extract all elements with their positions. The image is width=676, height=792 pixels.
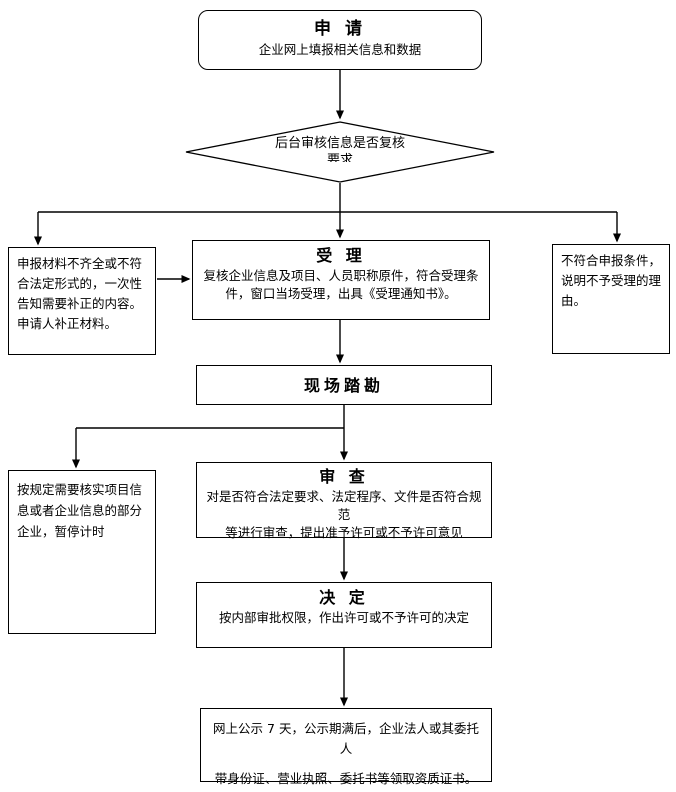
node-pause-line1: 按规定需要核实项目信 [17, 482, 143, 497]
node-accept-title: 受 理 [316, 246, 366, 265]
node-accept[interactable]: 受 理 复核企业信息及项目、人员职称原件，符合受理条 件，窗口当场受理，出具《受… [192, 240, 490, 320]
node-publicity-line2: 带身份证、营业执照、委托书等领取资质证书。 [214, 771, 478, 786]
node-apply[interactable]: 申 请 企业网上填报相关信息和数据 [198, 10, 482, 70]
node-pause-line2: 息或者企业信息的部分 [17, 503, 143, 518]
node-review-line2: 等进行审查，提出准予许可或不予许可意见 [225, 525, 463, 540]
node-review-line1: 对是否符合法定要求、法定程序、文件是否符合规范 [206, 489, 482, 522]
node-pause-line3: 企业，暂停计时 [17, 524, 105, 539]
node-reject-line1: 不符合申报条件， [561, 253, 662, 268]
node-decision[interactable]: 后台审核信息是否复核 要求 [185, 121, 495, 183]
node-reject-line3: 由。 [561, 293, 587, 308]
node-reject-line2: 说明不予受理的理 [561, 273, 662, 288]
node-review-title: 审 查 [319, 467, 369, 486]
node-supplement-line3: 告知需要补正的内容。 [17, 296, 143, 311]
node-supplement-line2: 合法定形式的，一次性 [17, 276, 143, 291]
node-determine[interactable]: 决 定 按内部审批权限，作出许可或不予许可的决定 [196, 582, 492, 648]
node-accept-line2: 件，窗口当场受理，出具《受理通知书》。 [225, 286, 457, 301]
node-review[interactable]: 审 查 对是否符合法定要求、法定程序、文件是否符合规范 等进行审查，提出准予许可… [196, 462, 492, 540]
node-supplement[interactable]: 申报材料不齐全或不符 合法定形式的，一次性 告知需要补正的内容。 申请人补正材料… [8, 247, 156, 355]
node-survey-title: 现场踏勘 [303, 376, 384, 395]
node-apply-title: 申 请 [314, 19, 366, 39]
node-apply-body: 企业网上填报相关信息和数据 [258, 42, 422, 57]
node-publicity[interactable]: 网上公示 7 天，公示期满后，企业法人或其委托人 带身份证、营业执照、委托书等领… [200, 708, 492, 786]
node-publicity-line1: 网上公示 7 天，公示期满后，企业法人或其委托人 [213, 721, 479, 756]
node-decision-line1: 后台审核信息是否复核 [274, 136, 405, 151]
node-decision-line2: 要求 [326, 153, 353, 162]
node-pause[interactable]: 按规定需要核实项目信 息或者企业信息的部分 企业，暂停计时 [8, 470, 156, 634]
node-determine-line1: 按内部审批权限，作出许可或不予许可的决定 [218, 610, 469, 625]
node-supplement-line1: 申报材料不齐全或不符 [17, 256, 143, 271]
node-accept-line1: 复核企业信息及项目、人员职称原件，符合受理条 [203, 268, 479, 283]
decision-diamond-shape [185, 121, 495, 183]
node-reject[interactable]: 不符合申报条件， 说明不予受理的理 由。 [552, 244, 670, 354]
node-determine-title: 决 定 [319, 588, 369, 607]
node-survey[interactable]: 现场踏勘 [196, 365, 492, 405]
node-supplement-line4: 申请人补正材料。 [17, 316, 118, 331]
